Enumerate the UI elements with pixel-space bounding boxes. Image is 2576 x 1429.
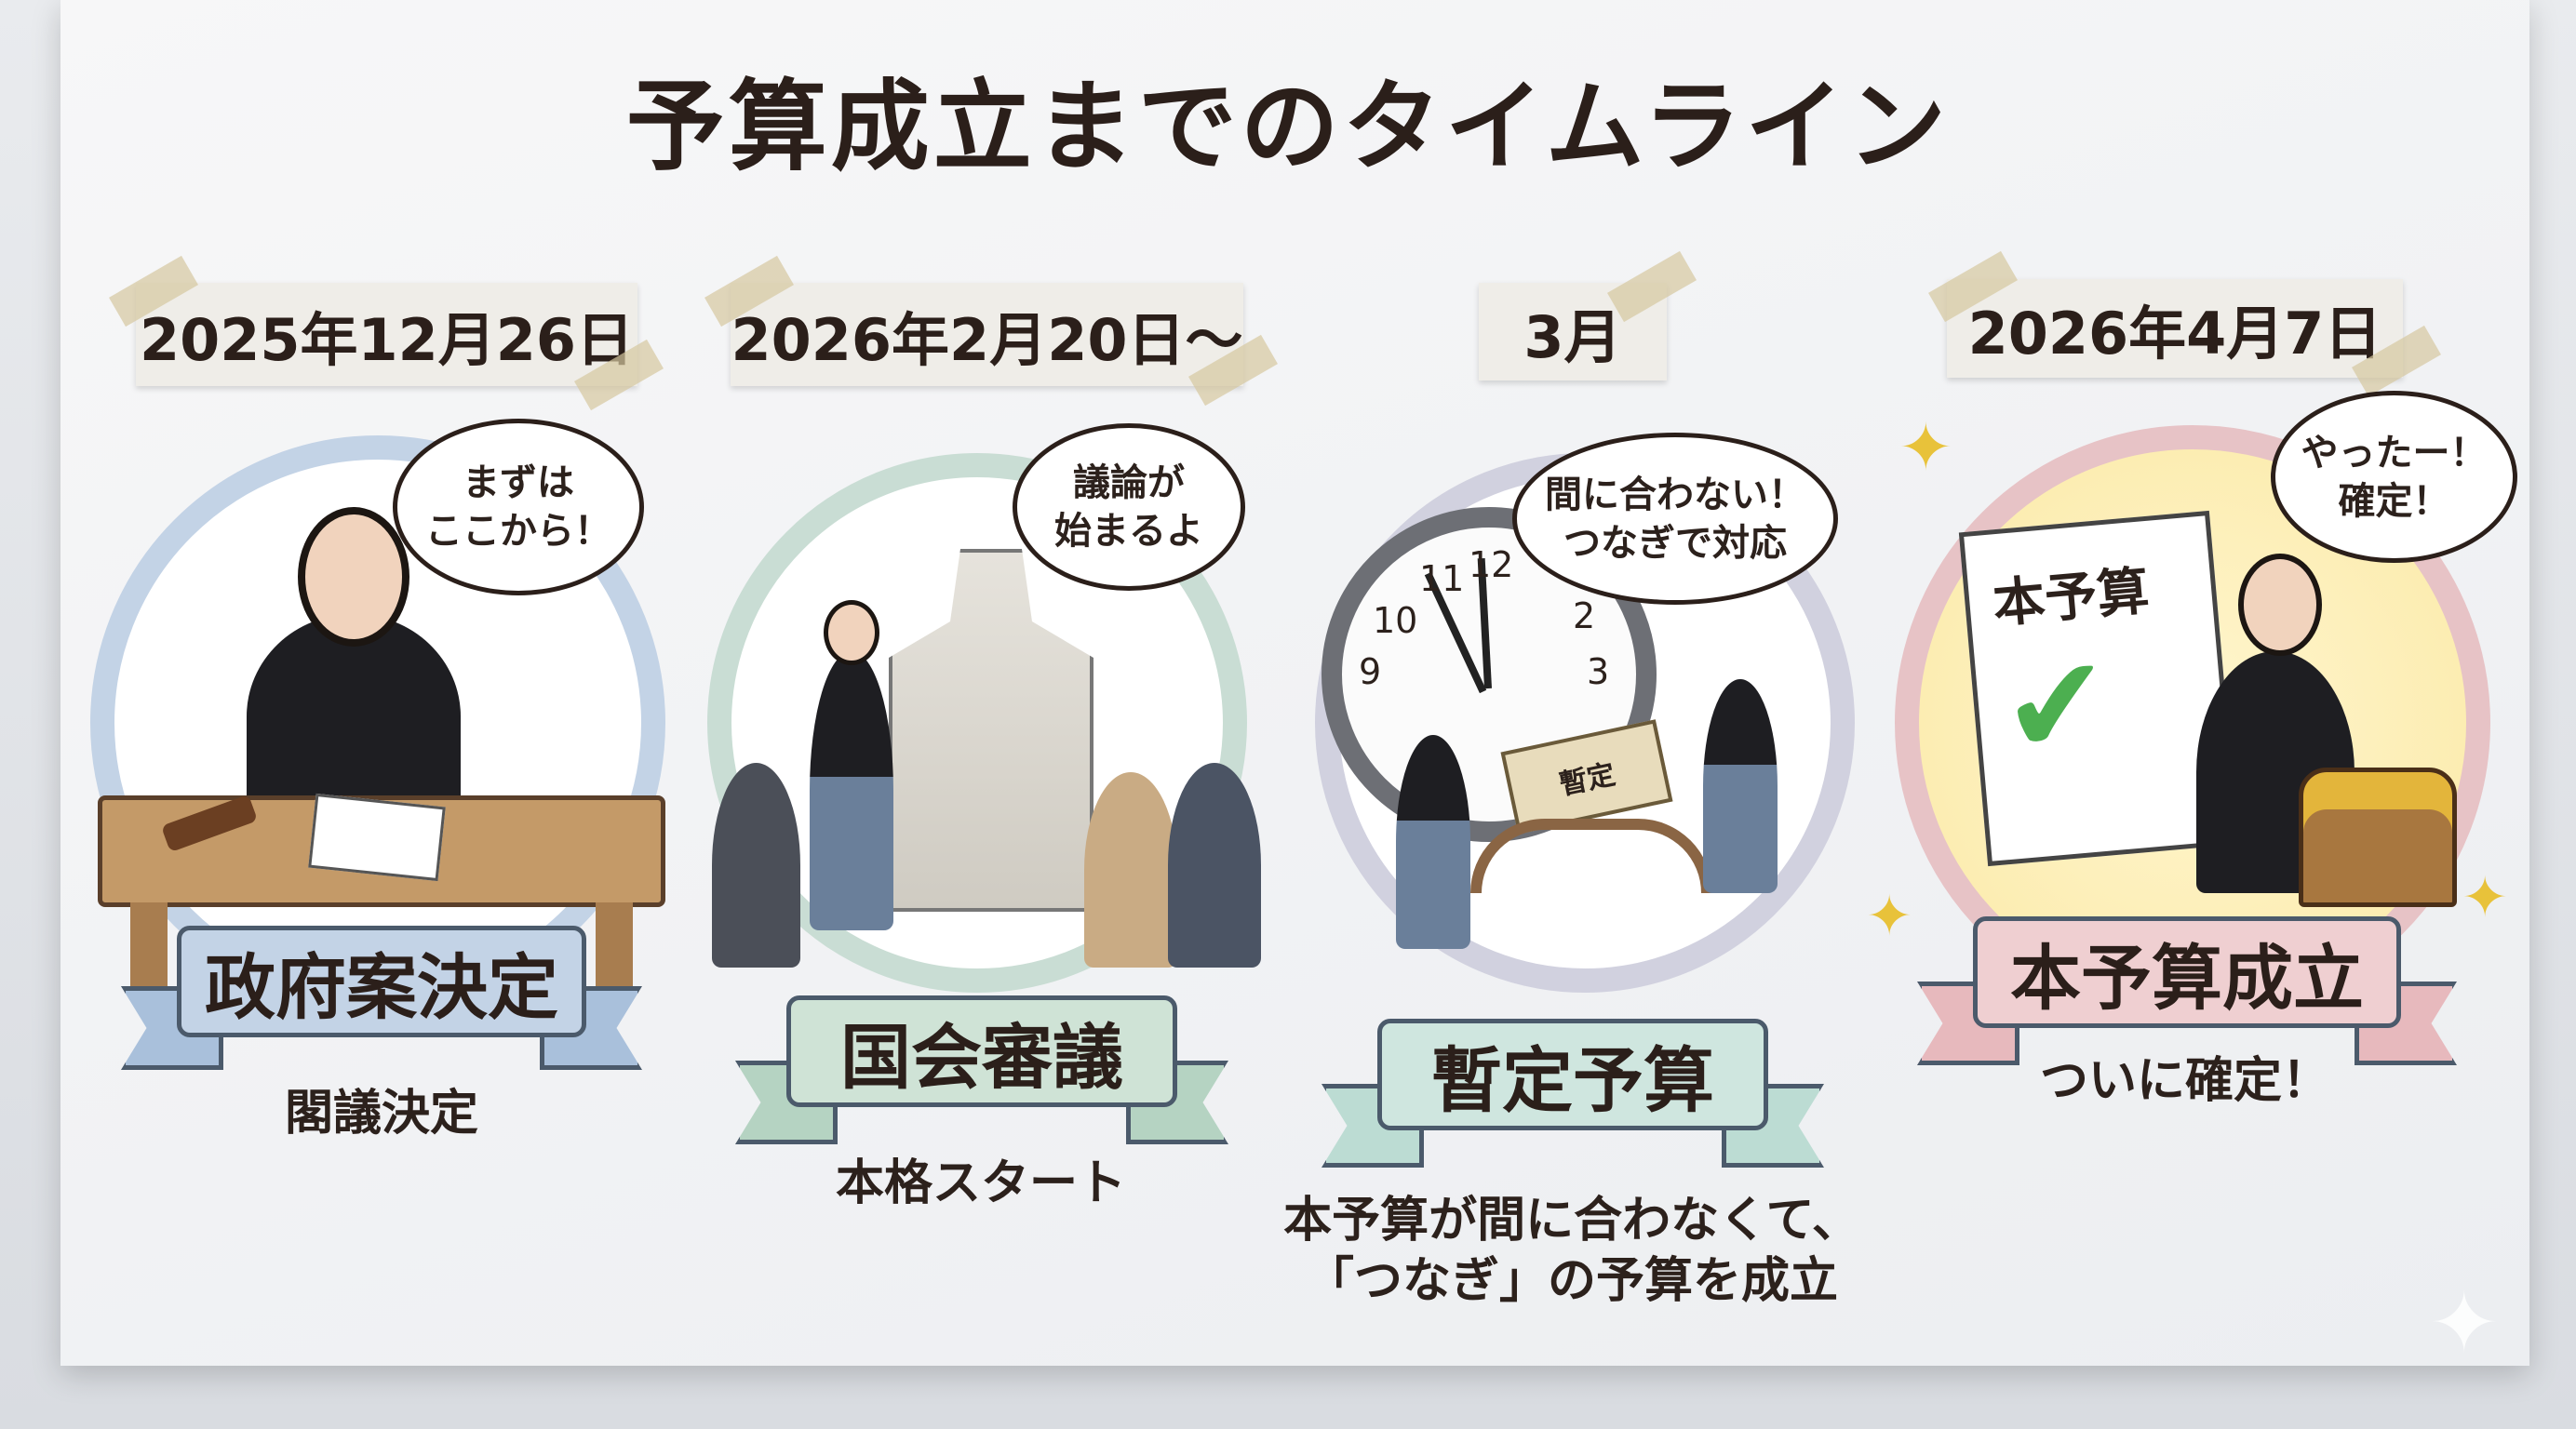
bubble-line: 間に合わない！ (1545, 473, 1805, 516)
speech-bubble-2: 議論が始まるよ (1013, 423, 1245, 591)
ribbon-label: 本予算成立 (2010, 937, 2364, 1020)
clock-number: 3 (1587, 651, 1610, 692)
money-label: 暫定 (1556, 758, 1618, 802)
sparkle-icon: ✦ (1866, 884, 1913, 949)
date-label: 3月 (1523, 302, 1622, 371)
clock-number: 12 (1469, 544, 1514, 585)
bubble-line: やったー！ (2301, 431, 2488, 474)
ribbon-1: 政府案決定 (177, 926, 586, 1037)
presenter-figure (810, 651, 893, 930)
date-label: 2026年4月7日 (1967, 300, 2382, 367)
person-pushing (1396, 735, 1470, 949)
document-title: 本予算 (1990, 561, 2152, 635)
caption-line: 本予算が間に合わなくて、 (1283, 1193, 1860, 1249)
ribbon-label: 暫定予算 (1431, 1039, 1714, 1122)
caption-1: 閣議決定 (195, 1084, 568, 1144)
presenter-head (298, 507, 409, 647)
caption-4: ついに確定！ (1999, 1051, 2371, 1112)
bridge (1470, 819, 1712, 893)
caption-line: 閣議決定 (284, 1086, 478, 1142)
caption-line: 「つなぎ」の予算を成立 (1305, 1253, 1838, 1309)
date-label: 2026年2月20日～ (731, 305, 1243, 374)
celebrating-head (2238, 554, 2322, 656)
date-tag-4: 2026年4月7日 (1947, 279, 2403, 378)
desk-legs (130, 902, 633, 986)
bubble-line: 議論が (1073, 461, 1185, 504)
bubble-line: 確定！ (2338, 479, 2450, 523)
ribbon-2: 国会審議 (786, 995, 1177, 1107)
speech-bubble-3: 間に合わない！ つなぎで対応 (1512, 433, 1838, 605)
bubble-line: つなぎで対応 (1563, 521, 1787, 565)
caption-2: 本格スタート (795, 1154, 1167, 1214)
date-tag-1: 2025年12月26日 (136, 283, 637, 386)
page-title: 予算成立までのタイムライン (625, 70, 1951, 184)
presenter-figure (247, 614, 461, 819)
speech-bubble-4: やったー！ 確定！ (2271, 391, 2517, 563)
sparkle-watermark-icon: ✦ (2429, 1275, 2500, 1372)
checkmark-icon: ✔ (1995, 626, 2118, 787)
date-label: 2025年12月26日 (139, 305, 635, 374)
treasure-chest-icon (2299, 768, 2457, 907)
audience-figure (1084, 772, 1177, 968)
bubble-line: まずは (463, 461, 574, 504)
clock-number: 11 (1419, 558, 1465, 599)
caption-3: 本予算が間に合わなくて、「つなぎ」の予算を成立 (1246, 1191, 1898, 1312)
caption-line: 本格スタート (835, 1155, 1126, 1211)
sparkle-icon: ✦ (1898, 409, 1953, 486)
ribbon-label: 政府案決定 (205, 946, 558, 1029)
sparkle-icon: ✦ (2462, 865, 2509, 930)
audience-figure (712, 763, 800, 968)
clock-number: 10 (1373, 600, 1418, 641)
presenter-head (824, 600, 879, 665)
ribbon-3: 暫定予算 (1377, 1019, 1768, 1130)
clock-number: 2 (1573, 595, 1596, 636)
document-papers (308, 793, 446, 882)
date-tag-2: 2026年2月20日～ (731, 283, 1243, 386)
bubble-line: ここから！ (425, 510, 611, 553)
ribbon-label: 国会審議 (840, 1016, 1123, 1099)
speech-bubble-1: まずはここから！ (393, 419, 644, 595)
audience-figure (1168, 763, 1261, 968)
bubble-line: 始まるよ (1054, 510, 1203, 553)
clock-number: 9 (1359, 651, 1382, 692)
caption-line: ついに確定！ (2039, 1053, 2330, 1109)
ribbon-4: 本予算成立 (1973, 916, 2401, 1028)
person-pulling (1703, 679, 1778, 893)
